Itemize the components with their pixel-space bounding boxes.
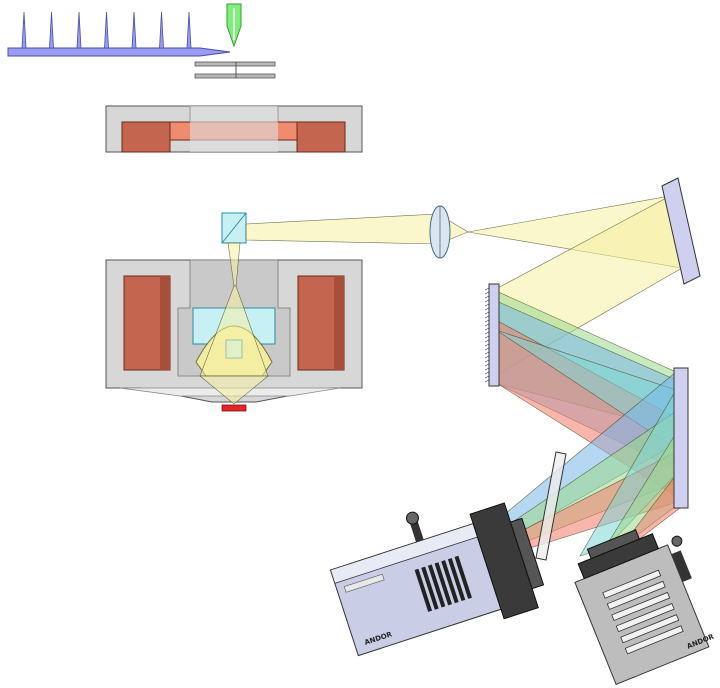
fin bbox=[602, 569, 662, 599]
heat-sink-fins bbox=[602, 569, 684, 655]
cantilever-tip bbox=[104, 11, 109, 49]
laser-tip-icon bbox=[226, 3, 242, 48]
grating-groove bbox=[484, 299, 490, 303]
fin bbox=[434, 562, 452, 606]
grating-groove bbox=[484, 375, 490, 379]
filter-icon bbox=[535, 451, 567, 561]
grating-groove bbox=[484, 315, 490, 319]
cantilever-tip bbox=[76, 11, 82, 49]
grating-groove bbox=[484, 291, 490, 295]
cantilever-tip bbox=[186, 11, 192, 49]
cantilever-bar bbox=[7, 47, 231, 57]
slit-pair bbox=[194, 61, 276, 79]
grating-groove bbox=[484, 363, 490, 367]
cantilever-tip bbox=[49, 11, 54, 49]
grating-groove bbox=[484, 371, 490, 375]
grating-groove bbox=[484, 319, 490, 323]
mirror-1 bbox=[661, 177, 701, 285]
sample-icon bbox=[221, 404, 247, 412]
slit-upper bbox=[194, 61, 276, 67]
prism-icon bbox=[221, 212, 247, 244]
fin bbox=[611, 591, 671, 622]
mirror-2 bbox=[673, 367, 689, 509]
grating-groove bbox=[484, 367, 490, 371]
slit-lower bbox=[194, 73, 276, 79]
detector-icon: ANDOR bbox=[574, 529, 716, 686]
cantilever-array bbox=[7, 11, 231, 57]
lens-icon bbox=[429, 205, 451, 259]
cantilever-tip bbox=[131, 11, 137, 49]
grating-groove bbox=[484, 355, 490, 359]
cantilever-tips bbox=[21, 11, 192, 49]
grating-groove bbox=[484, 295, 490, 299]
cantilever-tip bbox=[159, 11, 164, 49]
fin bbox=[624, 625, 684, 655]
grating-groove bbox=[484, 347, 490, 351]
grating-groove bbox=[484, 339, 490, 343]
upper-magnet-block bbox=[105, 105, 363, 153]
grating-groove bbox=[484, 307, 490, 311]
grating-groove bbox=[484, 359, 490, 363]
grating-groove bbox=[484, 343, 490, 347]
grating-groove bbox=[484, 379, 490, 383]
fin bbox=[427, 564, 446, 608]
grating-icon bbox=[484, 283, 500, 387]
grating-ruling bbox=[484, 287, 490, 383]
fin bbox=[615, 603, 675, 633]
grating-groove bbox=[484, 351, 490, 355]
fin bbox=[454, 555, 472, 599]
grating-groove bbox=[484, 331, 490, 335]
fin bbox=[441, 560, 459, 604]
grating-groove bbox=[484, 327, 490, 331]
grating-groove bbox=[484, 323, 490, 327]
fin bbox=[606, 580, 666, 610]
fin bbox=[414, 568, 433, 612]
cantilever-tip bbox=[21, 11, 27, 49]
fin bbox=[620, 614, 680, 644]
heat-sink-fins bbox=[414, 555, 472, 612]
camera-icon: ANDOR bbox=[329, 502, 545, 657]
grating-groove bbox=[484, 335, 490, 339]
beam-paths bbox=[199, 195, 685, 557]
grating-groove bbox=[484, 287, 490, 291]
fin bbox=[421, 566, 439, 610]
grating-groove bbox=[484, 303, 490, 307]
fin bbox=[447, 557, 466, 602]
grating-groove bbox=[484, 311, 490, 315]
